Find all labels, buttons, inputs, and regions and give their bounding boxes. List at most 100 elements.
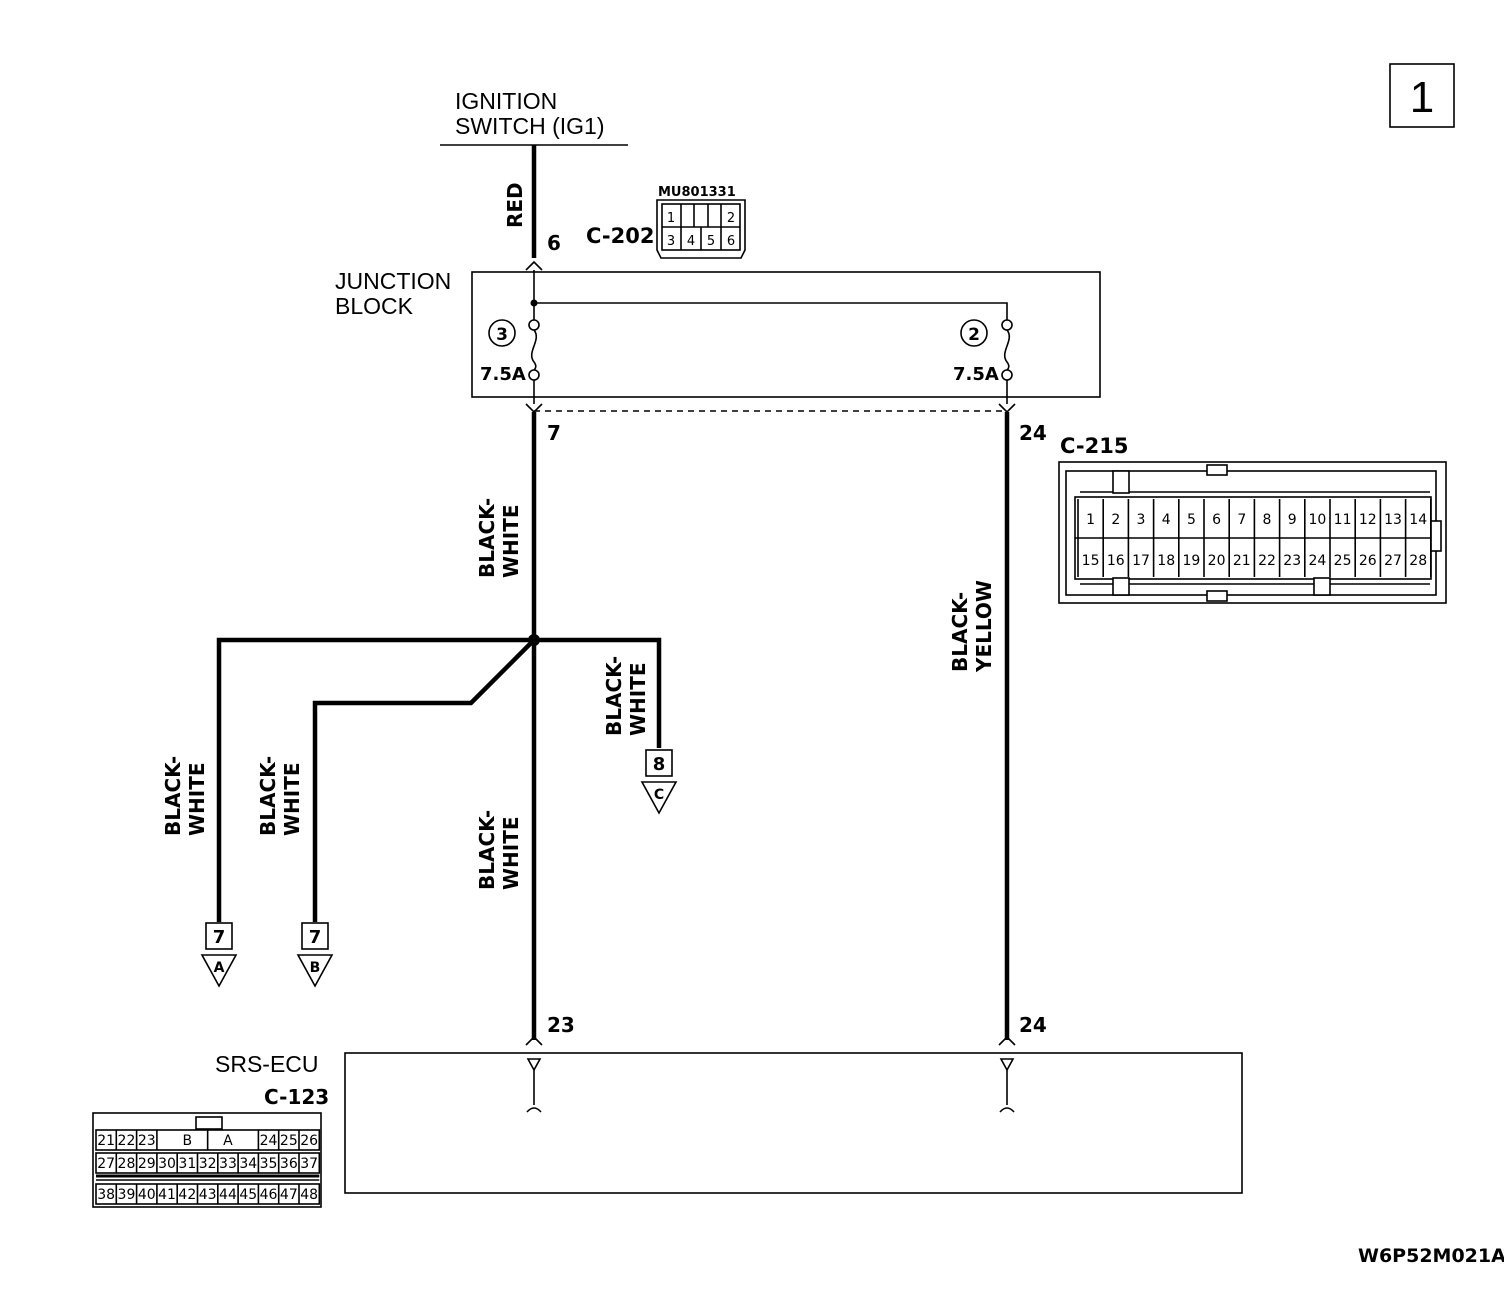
c215-pin: 11 xyxy=(1334,512,1352,528)
c123-pin: 32 xyxy=(199,1156,217,1172)
srs-ecu: SRS-ECU xyxy=(215,1051,1243,1194)
svg-text:7: 7 xyxy=(213,927,226,948)
figure-code: W6P52M021A xyxy=(1358,1245,1504,1267)
c215-pin: 12 xyxy=(1359,512,1377,528)
c215-pin: 22 xyxy=(1258,553,1276,569)
c123-pin: 33 xyxy=(219,1156,237,1172)
branch-b-wire xyxy=(312,638,536,922)
c215-pin: 20 xyxy=(1208,553,1226,569)
pin-7-label: 7 xyxy=(547,421,561,445)
connector-chevron xyxy=(998,1035,1016,1046)
c123-name: C-123 xyxy=(264,1085,329,1109)
c123-pin: 21 xyxy=(97,1133,115,1149)
page-number: 1 xyxy=(1410,73,1434,122)
c123-pin: 48 xyxy=(300,1187,318,1203)
c215-name: C-215 xyxy=(1060,434,1128,458)
c123-pin: 29 xyxy=(138,1156,156,1172)
svg-text:C: C xyxy=(654,787,664,803)
svg-text:8: 8 xyxy=(653,754,666,775)
c123-pin: 24 xyxy=(260,1133,278,1149)
c202-pin: 1 xyxy=(667,211,675,226)
connector-chevron xyxy=(525,1035,543,1046)
c215-pin: 16 xyxy=(1107,553,1125,569)
branch-b-wire-label: BLACK- WHITE xyxy=(256,749,304,836)
c215-pin: 1 xyxy=(1086,512,1095,528)
c215-pin: 13 xyxy=(1384,512,1402,528)
c123-pin: 36 xyxy=(280,1156,298,1172)
c123-pin: 41 xyxy=(158,1187,176,1203)
c123-pin: 31 xyxy=(178,1156,196,1172)
c123-pin: B xyxy=(183,1133,193,1149)
c215-pin: 15 xyxy=(1082,553,1100,569)
c202-name: C-202 xyxy=(586,224,654,248)
ecu-pin-23-label: 23 xyxy=(547,1013,575,1037)
c123-pin: 22 xyxy=(118,1133,136,1149)
branch-c-wire-label: BLACK- WHITE xyxy=(602,649,650,736)
ignition-switch-label-line: SWITCH (IG1) xyxy=(455,113,605,139)
c123-pin: 23 xyxy=(138,1133,156,1149)
red-wire-label: RED xyxy=(503,182,527,228)
pin-24-label: 24 xyxy=(1019,421,1047,445)
terminal-b: 7 B xyxy=(296,922,334,988)
c215-pin: 9 xyxy=(1288,512,1297,528)
page-number-box: 1 xyxy=(1389,63,1455,128)
c215-pin: 4 xyxy=(1162,512,1171,528)
svg-text:A: A xyxy=(214,960,225,976)
branch-c-wire xyxy=(534,637,662,748)
c202-pin: 3 xyxy=(667,234,675,249)
c123-pin: 46 xyxy=(260,1187,278,1203)
c215-pin: 23 xyxy=(1283,553,1301,569)
svg-text:7: 7 xyxy=(309,927,322,948)
c202-part-number: MU801331 xyxy=(658,185,736,200)
c215-pin: 6 xyxy=(1212,512,1221,528)
branch-a-wire-label: BLACK- WHITE xyxy=(161,749,209,836)
fuse-2-rating: 7.5A xyxy=(953,364,999,385)
c202-pin: 6 xyxy=(727,234,735,249)
branch-a-wire xyxy=(216,637,534,922)
c123-pin: 38 xyxy=(97,1187,115,1203)
c123-pin: 35 xyxy=(260,1156,278,1172)
c123-pin: 40 xyxy=(138,1187,156,1203)
ignition-switch: IGNITION SWITCH (IG1) xyxy=(440,88,628,146)
c215-pin: 2 xyxy=(1111,512,1120,528)
c215-pin: 19 xyxy=(1182,553,1200,569)
c123-pin: A xyxy=(223,1133,233,1149)
c202-pin: 5 xyxy=(707,234,715,249)
terminal-a: 7 A xyxy=(200,922,238,988)
srs-ecu-label: SRS-ECU xyxy=(215,1051,319,1077)
c215-pin: 3 xyxy=(1137,512,1146,528)
c215-pin: 10 xyxy=(1308,512,1326,528)
junction-block: JUNCTION BLOCK 3 7.5A 2 7.5A xyxy=(335,268,1101,414)
c202-pin: 4 xyxy=(687,234,695,249)
c215-pin: 21 xyxy=(1233,553,1251,569)
fuse-3-rating: 7.5A xyxy=(480,364,526,385)
junction-block-label: JUNCTION BLOCK xyxy=(335,268,458,319)
c215-pin: 28 xyxy=(1409,553,1427,569)
c123-pin: 34 xyxy=(239,1156,257,1172)
c215-pin: 18 xyxy=(1157,553,1175,569)
c215-pin: 24 xyxy=(1308,553,1326,569)
connector-c202: MU801331 C-202 1 2 3 4 5 6 xyxy=(586,185,746,259)
ecu-pin-24-label: 24 xyxy=(1019,1013,1047,1037)
c123-pin: 30 xyxy=(158,1156,176,1172)
c215-pin: 5 xyxy=(1187,512,1196,528)
c215-pin: 25 xyxy=(1334,553,1352,569)
ignition-switch-label-line: IGNITION xyxy=(455,88,557,114)
c215-pin: 7 xyxy=(1237,512,1246,528)
ignition-switch-label: IGNITION SWITCH (IG1) xyxy=(455,88,605,139)
c123-pin: 25 xyxy=(280,1133,298,1149)
pin-6-label: 6 xyxy=(547,231,561,255)
c202-pin: 2 xyxy=(727,211,735,226)
connector-chevron xyxy=(525,260,543,271)
fuse-3-number: 3 xyxy=(496,325,508,345)
fuse-2-number: 2 xyxy=(968,325,980,345)
terminal-c: 8 C xyxy=(640,749,678,815)
c215-pin: 17 xyxy=(1132,553,1150,569)
c123-pin: 37 xyxy=(300,1156,318,1172)
svg-text:B: B xyxy=(310,960,321,976)
